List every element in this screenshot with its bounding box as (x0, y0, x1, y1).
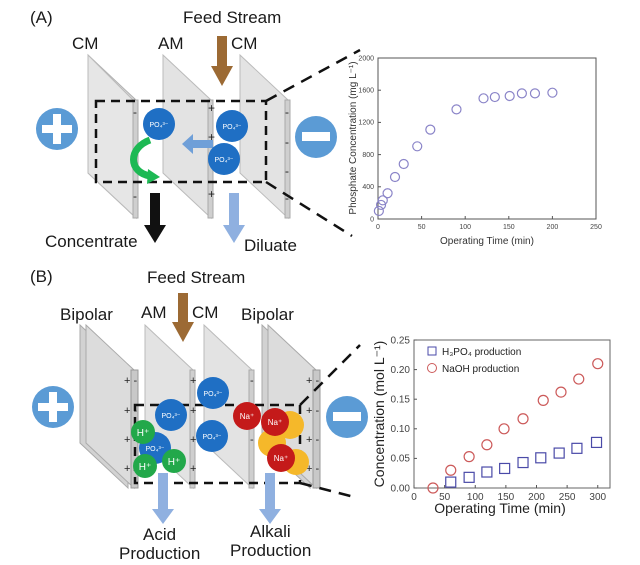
svg-text:-: - (133, 105, 137, 119)
svg-text:+: + (208, 187, 215, 201)
svg-text:+ -: + - (306, 405, 319, 417)
h-ion-1: H⁺ (131, 420, 155, 444)
membrane-label-cm-b: CM (192, 303, 219, 322)
migration-arrow (182, 134, 213, 154)
svg-text:-: - (285, 105, 289, 119)
svg-text:+: + (190, 434, 196, 446)
h-ion-2: H⁺ (133, 454, 157, 478)
svg-text:+: + (190, 463, 196, 475)
na-ion-3: Na⁺ (267, 444, 295, 472)
svg-text:PO₄³⁻: PO₄³⁻ (204, 391, 223, 398)
dashed-zoom-box-a (94, 99, 268, 184)
svg-text:+ -: + - (306, 463, 319, 475)
svg-text:+: + (208, 101, 215, 115)
svg-text:-: - (250, 375, 254, 387)
svg-text:PO₄³⁻: PO₄³⁻ (215, 157, 234, 164)
svg-text:PO₄³⁻: PO₄³⁻ (146, 446, 165, 453)
membrane-label-am-b: AM (141, 303, 167, 322)
plus-electrode-icon (36, 108, 78, 150)
svg-text:PO₄³⁻: PO₄³⁻ (162, 413, 181, 420)
svg-text:PO₄³⁻: PO₄³⁻ (150, 122, 169, 129)
na-ion-2: Na⁺ (261, 408, 289, 436)
concentrate-arrow (144, 193, 166, 243)
panel-b-label: (B) (30, 267, 53, 286)
feed-stream-label-a: Feed Stream (183, 8, 282, 27)
svg-text:-: - (133, 189, 137, 203)
svg-text:Na⁺: Na⁺ (268, 418, 282, 427)
zoom-line-b-top (299, 344, 361, 406)
membrane-label-bipolar-2: Bipolar (241, 305, 294, 324)
svg-text:+: + (190, 375, 196, 387)
alkali-label: Alkali (250, 522, 291, 541)
alkali-production-label: Production (230, 541, 312, 560)
po4-ion-b4: PO₄³⁻ (196, 420, 228, 452)
po4-ion-b1: PO₄³⁻ (155, 399, 187, 431)
zoom-line-a-top (265, 48, 361, 103)
membrane-label-cm-2: CM (231, 34, 258, 53)
svg-text:+ -: + - (306, 434, 319, 446)
po4-ion-a3: PO₄³⁻ (208, 143, 240, 175)
svg-text:-: - (285, 135, 289, 149)
membrane-am (162, 53, 214, 220)
green-arrow-head (147, 169, 160, 184)
svg-text:H⁺: H⁺ (137, 428, 150, 439)
diluate-arrow (223, 193, 245, 243)
svg-text:+: + (190, 405, 196, 417)
minus-electrode-icon (326, 396, 368, 438)
svg-text:PO₄³⁻: PO₄³⁻ (223, 124, 242, 131)
svg-text:Na⁺: Na⁺ (274, 454, 288, 463)
svg-text:+ -: + - (124, 375, 137, 387)
po4-ion-a2: PO₄³⁻ (216, 110, 248, 142)
svg-text:H⁺: H⁺ (168, 457, 181, 468)
po4-ion-b3: PO₄³⁻ (197, 377, 229, 409)
plus-electrode-icon (32, 386, 74, 428)
diluate-label: Diluate (244, 236, 297, 255)
membrane-charges-a: - - + + + - - - - (133, 101, 289, 205)
zoom-line-a-bottom (265, 180, 353, 238)
acid-production-label: Production (119, 544, 201, 563)
feed-arrow-a (211, 36, 233, 86)
svg-text:-: - (285, 191, 289, 205)
svg-text:PO₄³⁻: PO₄³⁻ (203, 434, 222, 441)
h-ion-3: H⁺ (162, 449, 186, 473)
svg-text:-: - (285, 164, 289, 178)
alkali-arrow (259, 473, 281, 524)
zoom-line-b-bottom (299, 481, 359, 500)
po4-ion-a1: PO₄³⁻ (143, 108, 175, 140)
panel-a-label: (A) (30, 8, 53, 27)
svg-text:+: + (208, 130, 215, 144)
feed-arrow-b (172, 293, 194, 342)
membrane-label-bipolar-1: Bipolar (60, 305, 113, 324)
na-ion-1: Na⁺ (233, 402, 261, 430)
acid-label: Acid (143, 525, 177, 544)
feed-stream-label-b: Feed Stream (147, 268, 246, 287)
acid-arrow (152, 473, 174, 524)
membrane-label-am: AM (158, 34, 184, 53)
svg-text:-: - (250, 434, 254, 446)
green-curved-arrow (130, 136, 152, 180)
membrane-bipolar-1 (79, 323, 139, 490)
membrane-label-cm-1: CM (72, 34, 99, 53)
svg-text:+ -: + - (306, 375, 319, 387)
svg-text:Na⁺: Na⁺ (240, 412, 254, 421)
minus-electrode-icon (295, 116, 337, 158)
svg-text:H⁺: H⁺ (139, 462, 152, 473)
concentrate-label: Concentrate (45, 232, 138, 251)
membrane-charges-b: + -+ -+ -+ - ++++ -- + -+ -+ -+ - (124, 375, 319, 475)
